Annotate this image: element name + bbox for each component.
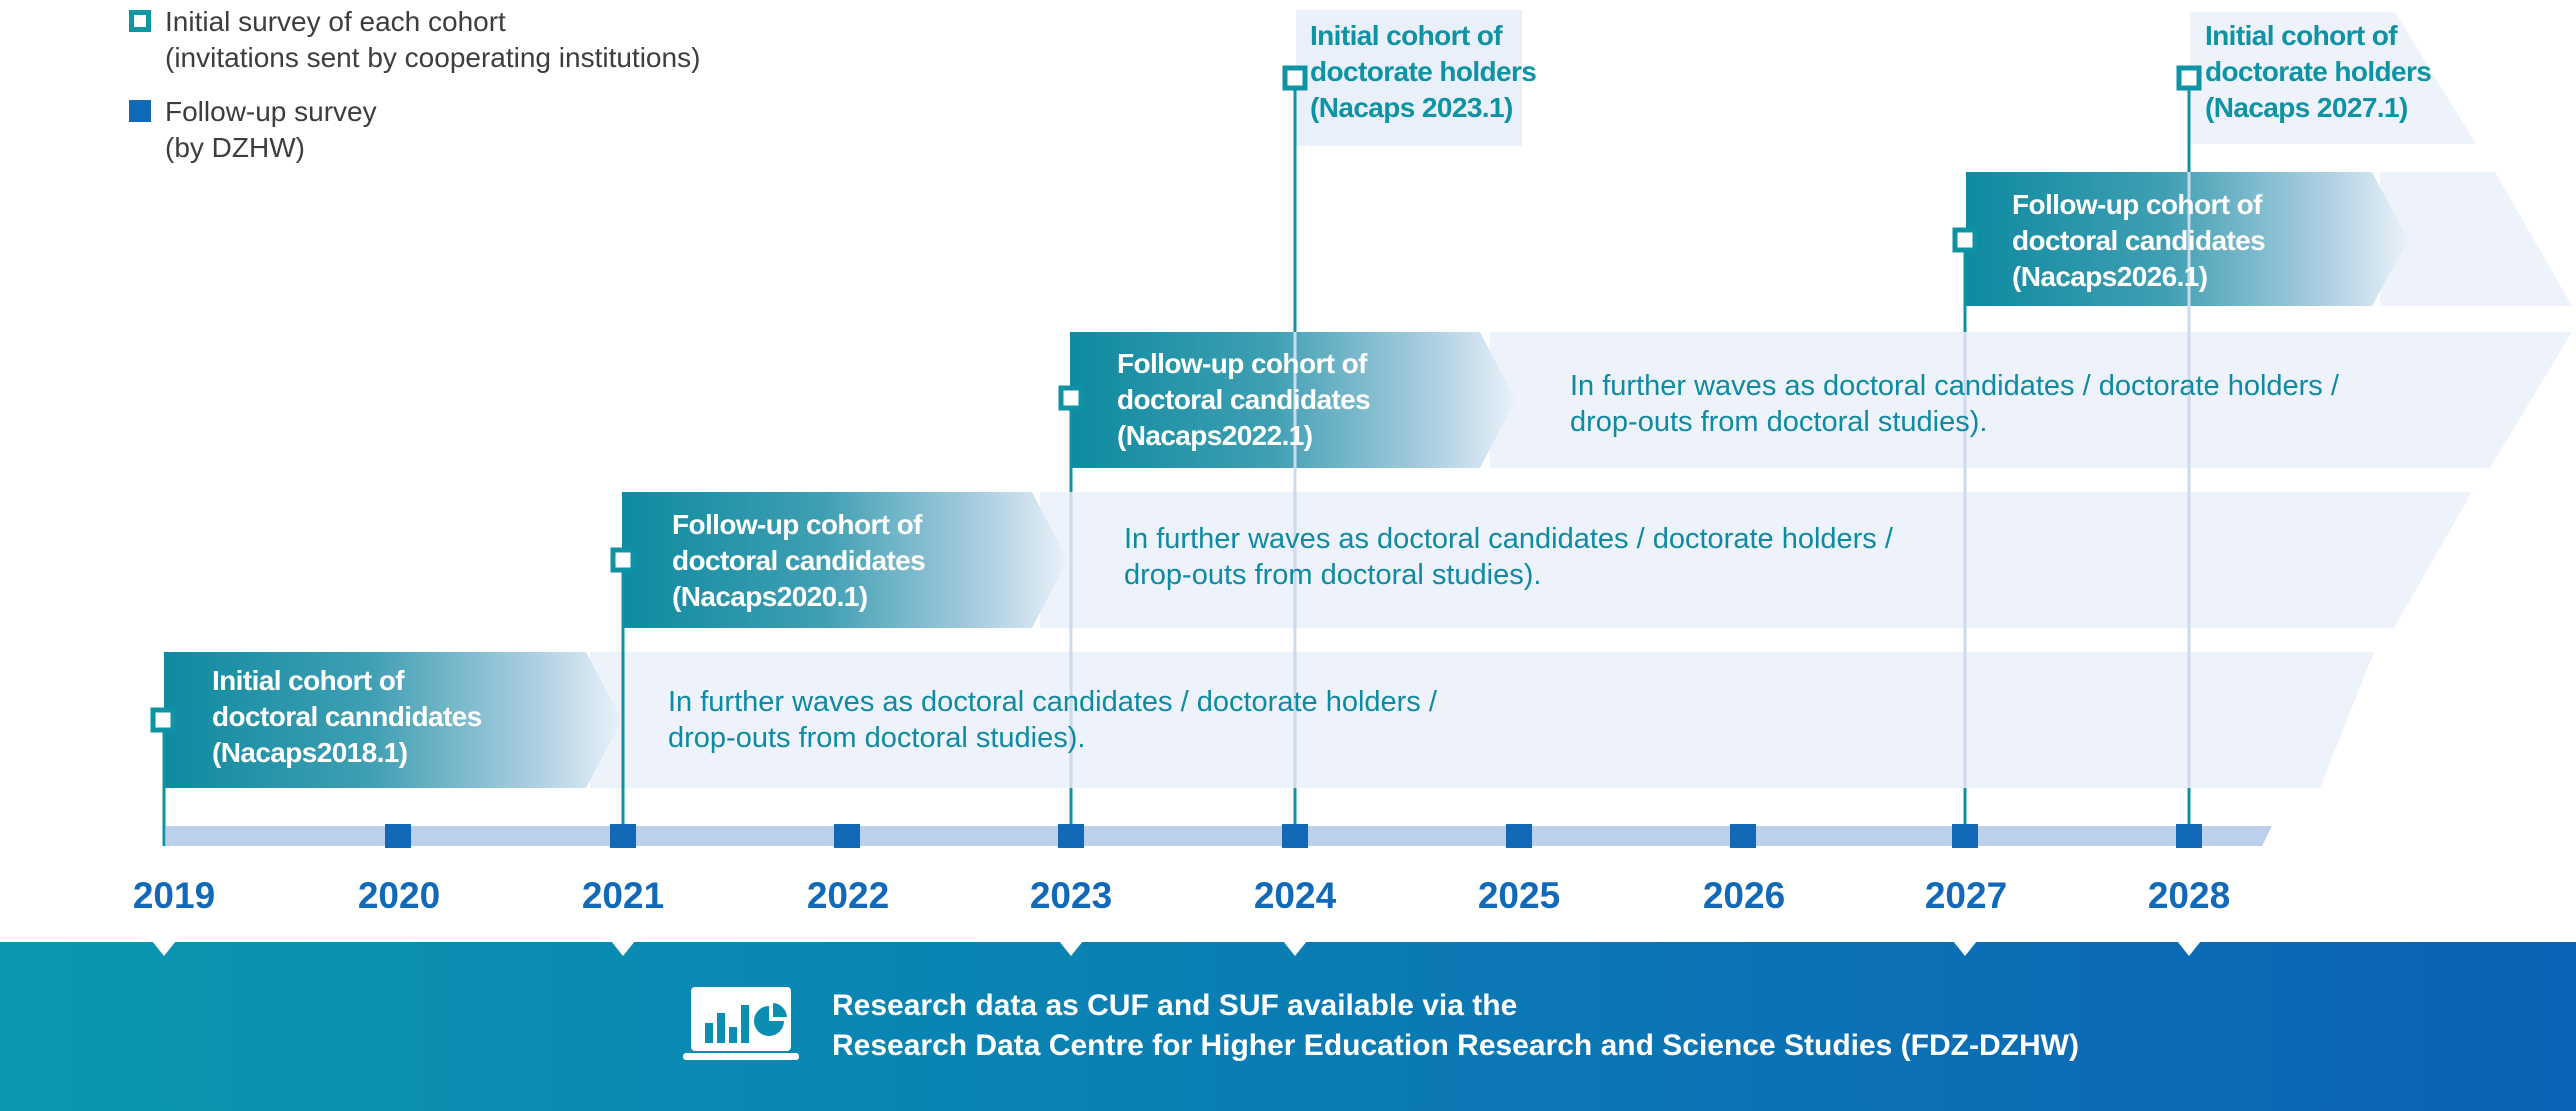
footer-band — [0, 942, 2576, 1111]
wave-band-2022 — [1490, 332, 2572, 468]
cohort-label-2018: Initial cohort of doctoral canndidates (… — [212, 663, 482, 771]
cohort-2018-line3: (Nacaps2018.1) — [212, 737, 408, 768]
h2023-line1: Initial cohort of — [1310, 20, 1503, 51]
followup-marker-2021 — [610, 824, 636, 848]
followup-marker-2023 — [1058, 824, 1084, 848]
followup-marker-2022 — [834, 824, 860, 848]
initial-survey-icon-2020 — [610, 547, 636, 573]
footer-text: Research data as CUF and SUF available v… — [832, 986, 2079, 1066]
year-label-2022: 2022 — [806, 875, 890, 916]
footer-line1: Research data as CUF and SUF available v… — [832, 989, 1518, 1022]
followup-marker-2020 — [385, 824, 411, 848]
wave-band-2026 — [2380, 172, 2572, 306]
wave-2018-line1: In further waves as doctoral candidates … — [668, 686, 1437, 718]
cohort-label-h2027: Initial cohort of doctorate holders (Nac… — [2205, 18, 2432, 126]
wave-2020-line2: drop-outs from doctoral studies). — [1124, 559, 1542, 591]
year-label-2028: 2028 — [2147, 875, 2231, 916]
year-label-2021: 2021 — [581, 875, 665, 916]
filled-square-icon — [129, 100, 151, 122]
cohort-label-2022: Follow-up cohort of doctoral candidates … — [1117, 346, 1371, 454]
legend-initial-line1: Initial survey of each cohort — [165, 6, 506, 37]
cohort-label-h2023: Initial cohort of doctorate holders (Nac… — [1310, 18, 1537, 126]
cohort-label-2026: Follow-up cohort of doctoral candidates … — [2012, 187, 2266, 295]
cohort-2020-line2: doctoral candidates — [672, 545, 926, 576]
year-label-2026: 2026 — [1702, 875, 1786, 916]
cohort-box-2018 — [164, 652, 622, 788]
cohort-2020-line3: (Nacaps2020.1) — [672, 581, 868, 612]
initial-survey-icon-h2023 — [1282, 65, 1308, 91]
pointer-2028 — [2177, 941, 2201, 956]
cohort-2022-line3: (Nacaps2022.1) — [1117, 420, 1313, 451]
wave-2022-line2: drop-outs from doctoral studies). — [1570, 406, 1988, 438]
wave-band-h2023 — [1296, 10, 1522, 146]
initial-survey-icon-2022 — [1058, 385, 1084, 411]
cohort-box-2020 — [622, 492, 1068, 628]
legend-followup-line2: (by DZHW) — [165, 132, 305, 163]
chart-monitor-icon — [683, 987, 799, 1060]
legend-followup-line1: Follow-up survey — [165, 96, 377, 127]
followup-marker-2025 — [1506, 824, 1532, 848]
h2023-line3: (Nacaps 2023.1) — [1310, 92, 1513, 123]
pointer-2024 — [1283, 941, 1307, 956]
wave-band-2018 — [590, 652, 2374, 788]
year-label-2019: 2019 — [132, 875, 216, 916]
wave-band-2020 — [1040, 492, 2472, 628]
year-label-2024: 2024 — [1253, 875, 1337, 916]
followup-marker-2024 — [1282, 824, 1308, 848]
wave-2020-line1: In further waves as doctoral candidates … — [1124, 523, 1893, 555]
year-label-2027: 2027 — [1924, 875, 2008, 916]
open-square-icon — [129, 10, 151, 32]
cohort-2018-line2: doctoral canndidates — [212, 701, 482, 732]
h2027-line1: Initial cohort of — [2205, 20, 2398, 51]
pointer-2023 — [1059, 941, 1083, 956]
cohort-2022-line1: Follow-up cohort of — [1117, 348, 1367, 379]
year-label-2020: 2020 — [357, 875, 441, 916]
cohort-2026-line1: Follow-up cohort of — [2012, 189, 2262, 220]
h2027-line3: (Nacaps 2027.1) — [2205, 92, 2408, 123]
cohort-label-2020: Follow-up cohort of doctoral candidates … — [672, 507, 926, 615]
wave-text-2018: In further waves as doctoral candidates … — [668, 684, 1437, 756]
cohort-2020-line1: Follow-up cohort of — [672, 509, 922, 540]
year-label-2023: 2023 — [1029, 875, 1113, 916]
followup-marker-2028 — [2176, 824, 2202, 848]
wave-text-2022: In further waves as doctoral candidates … — [1570, 368, 2339, 440]
cohort-2018-line1: Initial cohort of — [212, 665, 405, 696]
legend-initial-survey: Initial survey of each cohort (invitatio… — [129, 4, 701, 76]
followup-marker-2026 — [1730, 824, 1756, 848]
legend-initial-line2: (invitations sent by cooperating institu… — [165, 42, 701, 73]
footer-line2: Research Data Centre for Higher Educatio… — [832, 1029, 2079, 1062]
wave-2018-line2: drop-outs from doctoral studies). — [668, 722, 1086, 754]
pointer-2019 — [152, 941, 176, 956]
cohort-2026-line3: (Nacaps2026.1) — [2012, 261, 2208, 292]
wave-band-h2027 — [2190, 12, 2476, 144]
wave-2022-line1: In further waves as doctoral candidates … — [1570, 370, 2339, 402]
pointer-2021 — [611, 941, 635, 956]
initial-survey-icon-h2027 — [2176, 65, 2202, 91]
year-label-2025: 2025 — [1477, 875, 1561, 916]
legend-followup-survey: Follow-up survey (by DZHW) — [129, 94, 377, 166]
h2023-line2: doctorate holders — [1310, 56, 1537, 87]
cohort-box-2022 — [1070, 332, 1516, 468]
pointer-2027 — [1953, 941, 1977, 956]
initial-survey-icon-2026 — [1952, 227, 1978, 253]
cohort-box-2026 — [1966, 172, 2408, 306]
h2027-line2: doctorate holders — [2205, 56, 2432, 87]
wave-text-2020: In further waves as doctoral candidates … — [1124, 521, 1893, 593]
cohort-2026-line2: doctoral candidates — [2012, 225, 2266, 256]
cohort-2022-line2: doctoral candidates — [1117, 384, 1371, 415]
initial-survey-icon-2018 — [150, 707, 176, 733]
followup-marker-2027 — [1952, 824, 1978, 848]
